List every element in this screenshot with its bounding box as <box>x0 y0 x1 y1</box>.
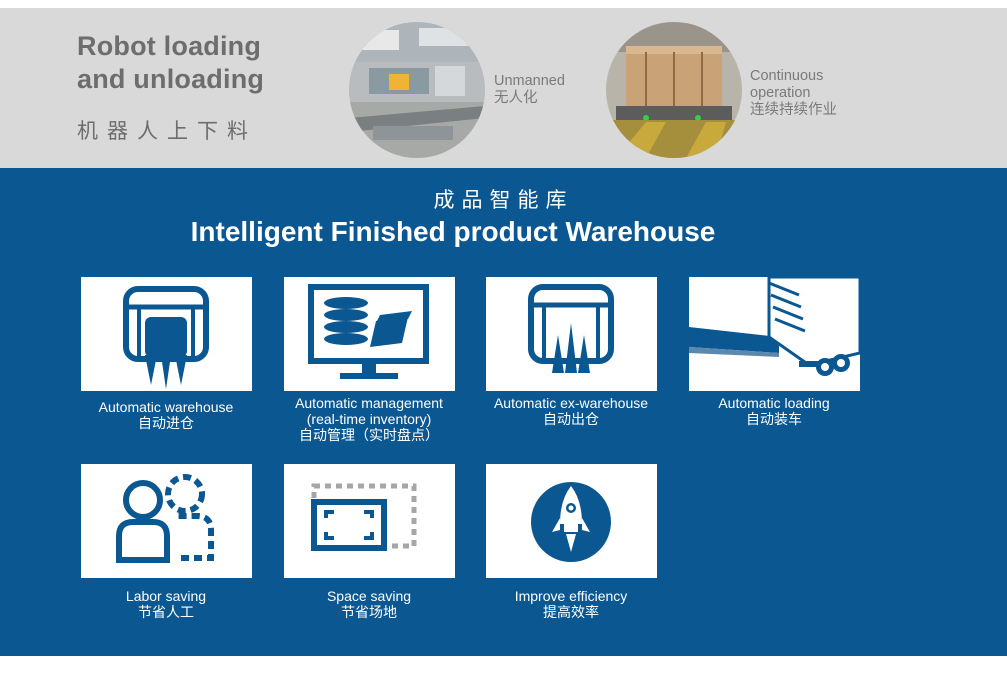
caption-line: Space saving <box>326 588 412 604</box>
caption-line: 节省场地 <box>341 604 397 620</box>
caption-line: Automatic ex-warehouse <box>493 395 649 411</box>
feature-unmanned-cn: 无人化 <box>494 90 538 106</box>
caption-automatic-management: Automatic management (real-time inventor… <box>264 395 474 443</box>
caption-line: Automatic warehouse <box>98 399 234 415</box>
caption-line: Automatic management <box>295 395 443 411</box>
truck-loading-icon <box>689 277 860 376</box>
caption-line: (real-time inventory) <box>306 411 432 427</box>
caption-line: 自动装车 <box>746 411 802 427</box>
factory-photo-continuous <box>606 22 742 158</box>
card-improve-efficiency <box>486 464 657 578</box>
section-title-cn: 成品智能库 <box>433 189 574 212</box>
feature-continuous: Continuous operation 连续持续作业 <box>750 68 837 119</box>
caption-line: Labor saving <box>125 588 207 604</box>
card-automatic-management <box>284 277 455 391</box>
caption-labor-saving: Labor saving 节省人工 <box>61 588 271 620</box>
caption-line: 自动管理（实时盘点） <box>299 427 439 443</box>
caption-line: 提高效率 <box>543 604 599 620</box>
banner-title-line2: and unloading <box>77 64 265 94</box>
section-title-en: Intelligent Finished product Warehouse <box>190 216 716 247</box>
card-space-saving <box>284 464 455 578</box>
caption-line: 节省人工 <box>138 604 194 620</box>
banner-title-cn: 机器人上下料 <box>77 120 257 143</box>
top-banner <box>0 8 1007 168</box>
card-automatic-ex-warehouse <box>486 277 657 391</box>
caption-line: Automatic loading <box>718 395 830 411</box>
banner-title: Robot loading and unloading <box>77 30 264 96</box>
caption-line: Improve efficiency <box>514 588 628 604</box>
caption-line: 自动进仓 <box>138 415 194 431</box>
caption-automatic-warehouse: Automatic warehouse 自动进仓 <box>61 399 271 431</box>
caption-improve-efficiency: Improve efficiency 提高效率 <box>466 588 676 620</box>
feature-continuous-en1: Continuous <box>750 68 824 84</box>
monitor-inventory-icon <box>308 284 429 379</box>
rocket-icon <box>531 482 611 562</box>
card-automatic-warehouse <box>81 277 252 391</box>
people-icon <box>116 474 214 563</box>
warehouse-in-icon <box>123 286 209 389</box>
banner-title-line1: Robot loading <box>77 31 262 61</box>
caption-line: 自动出仓 <box>543 411 599 427</box>
warehouse-out-icon <box>528 284 614 373</box>
card-automatic-loading <box>689 277 860 391</box>
factory-photo-unmanned <box>349 22 485 158</box>
card-labor-saving <box>81 464 252 578</box>
caption-automatic-loading: Automatic loading 自动装车 <box>669 395 879 427</box>
space-frame-icon <box>311 483 417 551</box>
feature-unmanned: Unmanned 无人化 <box>494 73 565 107</box>
feature-unmanned-en: Unmanned <box>494 73 565 89</box>
feature-continuous-en2: operation <box>750 85 811 101</box>
feature-continuous-cn: 连续持续作业 <box>750 102 837 118</box>
caption-space-saving: Space saving 节省场地 <box>264 588 474 620</box>
caption-automatic-ex-warehouse: Automatic ex-warehouse 自动出仓 <box>466 395 676 427</box>
